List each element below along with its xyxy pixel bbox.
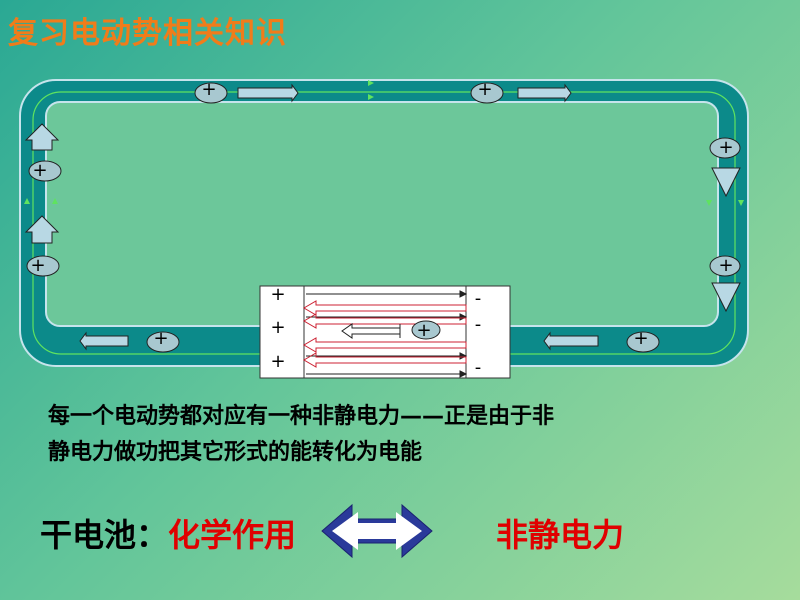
svg-text:-: - [475, 314, 482, 335]
svg-text:+: + [32, 160, 47, 181]
double-arrow-icon [321, 503, 433, 559]
direction-markers [24, 80, 744, 206]
svg-text:-: - [475, 357, 482, 378]
svg-text:+: + [633, 328, 648, 349]
battery-row: 干电池：化学作用 [40, 510, 296, 556]
svg-text:+: + [416, 320, 431, 341]
svg-text:+: + [477, 79, 492, 100]
force-arrows [303, 300, 467, 368]
svg-text:+: + [153, 328, 168, 349]
svg-text:+: + [718, 255, 733, 276]
svg-text:+: + [718, 137, 733, 158]
battery-charge-arrow [341, 320, 441, 340]
svg-text:+: + [270, 284, 285, 305]
description-line-1: 每一个电动势都对应有一种非静电力——正是由于非 [48, 404, 555, 429]
battery-negative-signs: - - - [475, 288, 482, 378]
charge-signs: + + + + + + + + + [30, 79, 733, 349]
description-line-2: 静电力做功把其它形式的能转化为电能 [48, 440, 423, 465]
svg-text:+: + [30, 255, 45, 276]
chemical-action-label: 化学作用 [168, 516, 297, 554]
battery-positive-signs: + + + [270, 284, 285, 372]
battery-label: 干电池： [40, 516, 169, 554]
slide-title: 复习电动势相关知识 [8, 16, 287, 51]
svg-text:+: + [270, 317, 285, 338]
non-electrostatic-force-label: 非静电力 [496, 516, 625, 554]
positive-charges [26, 82, 741, 353]
svg-text:+: + [270, 351, 285, 372]
svg-text:-: - [475, 288, 482, 309]
field-lines [306, 290, 468, 378]
svg-text:+: + [201, 79, 216, 100]
flow-arrows [24, 83, 741, 351]
